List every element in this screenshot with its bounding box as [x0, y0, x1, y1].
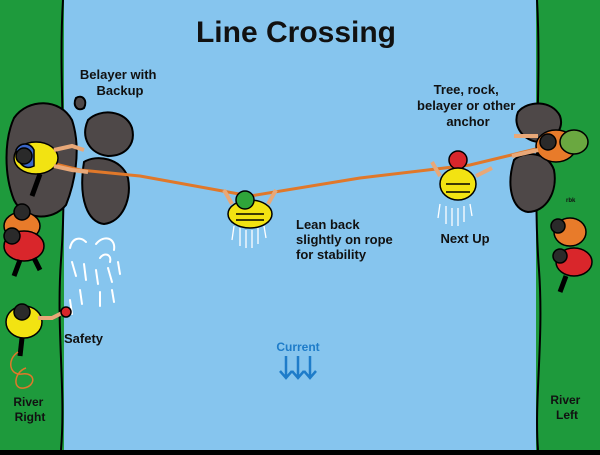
next-up-swimmer — [430, 150, 493, 201]
river-right-shoreline — [58, 0, 65, 451]
next-up-label: Next Up — [440, 231, 489, 246]
current-label: Current — [276, 340, 319, 354]
artist-signature: rbk — [566, 198, 576, 204]
anchor-person — [511, 129, 589, 163]
river-left-shoreline — [535, 0, 542, 451]
lean-back-label: Lean back slightly on rope for stability — [296, 217, 396, 262]
diagram-title: Line Crossing — [196, 16, 396, 49]
belayer-label: Belayer with Backup — [80, 67, 160, 98]
swimmer-crossing — [222, 189, 278, 229]
belayer-figure — [13, 141, 89, 197]
river-right-label: River Right — [13, 395, 46, 424]
throw-rope-coil — [10, 351, 34, 389]
safety-label: Safety — [64, 331, 104, 346]
river-left-person-1 — [550, 217, 587, 247]
backup-belayer-2 — [3, 227, 45, 277]
safety-person — [5, 303, 72, 389]
swimmer-ripples — [231, 203, 473, 248]
current-arrows — [279, 356, 317, 380]
river-left-label: River Left — [550, 393, 583, 422]
anchor-label: Tree, rock, belayer or other anchor — [417, 82, 519, 129]
throw-bag — [60, 306, 72, 318]
river-left-person-2 — [552, 247, 593, 293]
